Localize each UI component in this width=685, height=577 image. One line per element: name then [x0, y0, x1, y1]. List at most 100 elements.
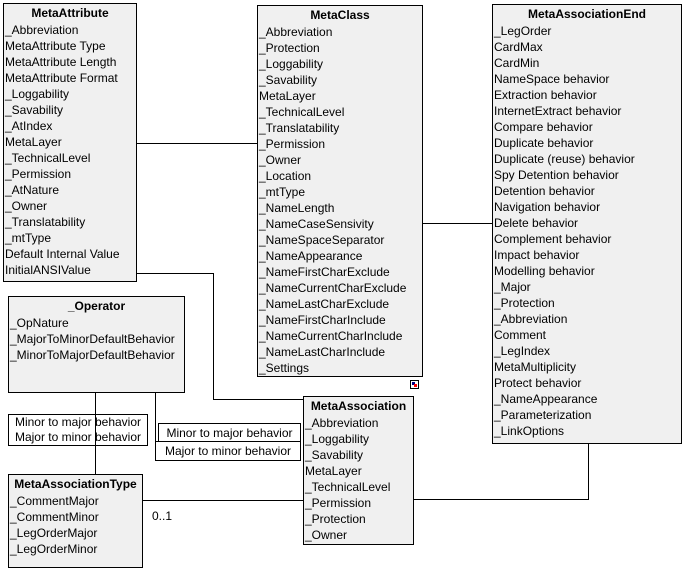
attribute-row: _Loggability: [5, 87, 70, 101]
attribute-row: _NameCaseSensivity: [259, 217, 374, 231]
attribute-row: _TechnicalLevel: [259, 105, 345, 119]
attribute-row: Detention behavior: [494, 184, 595, 198]
attribute-row: _LegOrderMinor: [10, 542, 98, 556]
attribute-row: MetaAttribute Length: [5, 55, 117, 69]
attribute-row: _Abbreviation: [259, 25, 333, 39]
class-box-operator[interactable]: _Operator _OpNature _MajorToMinorDefaultB…: [8, 296, 185, 393]
attribute-list: _CommentMajor_CommentMinor_LegOrderMajor…: [9, 493, 142, 557]
attribute-row: InitialANSIValue: [5, 263, 91, 277]
attribute-list: _Abbreviation _Protection _Loggability _Sav…: [258, 24, 422, 376]
attribute-row: MetaAttribute Type: [5, 39, 106, 53]
edge-metaattribute-metaclass: [137, 143, 257, 144]
attribute-row: Complement behavior: [494, 232, 612, 246]
attribute-row: _Protection: [259, 41, 320, 55]
indicator-red-quad: [414, 384, 417, 387]
attribute-row: _Permission: [305, 496, 372, 510]
indicator-blue-quad: [412, 382, 415, 385]
attribute-row: _Loggability: [305, 432, 370, 446]
attribute-row: _Location: [259, 169, 312, 183]
attribute-row: _Abbreviation: [305, 416, 379, 430]
attribute-row: _NameAppearance: [259, 249, 363, 263]
attribute-row: _Owner: [305, 528, 348, 542]
attribute-row: _Protection: [494, 296, 555, 310]
attribute-row: Comment: [494, 328, 547, 342]
edge-operator-metaassociationtype: [95, 393, 96, 474]
attribute-row: Default Internal Value: [5, 247, 120, 261]
attribute-row: Protect behavior: [494, 376, 582, 390]
edge-label-text: Major to minor behavior: [14, 430, 142, 444]
attribute-row: _NameCurrentCharInclude: [259, 329, 403, 343]
attribute-row: _LegOrderMajor: [10, 526, 98, 540]
attribute-row: _Permission: [259, 137, 326, 151]
attribute-list: _OpNature _MajorToMinorDefaultBehavior _Mi…: [9, 315, 184, 363]
attribute-row: _NameAppearance: [494, 392, 598, 406]
class-box-metaassociation[interactable]: MetaAssociation _Abbreviation_Loggabilit…: [303, 396, 414, 545]
attribute-row: Impact behavior: [494, 248, 580, 262]
class-title: MetaAssociationEnd: [527, 7, 647, 21]
attribute-row: NameSpace behavior: [494, 72, 610, 86]
attribute-row: MetaMultiplicity: [494, 360, 577, 374]
attribute-row: InternetExtract behavior: [494, 104, 622, 118]
attribute-row: _Loggability: [259, 57, 324, 71]
attribute-row: _NameLength: [259, 201, 335, 215]
attribute-row: Duplicate behavior: [494, 136, 594, 150]
attribute-row: _Permission: [5, 167, 72, 181]
edge-metaassociation-metaassociationend-v: [588, 443, 589, 499]
attribute-row: _OpNature: [10, 316, 69, 330]
attribute-row: _MinorToMajorDefaultBehavior: [10, 348, 175, 362]
edge-operator-metaassociation: [155, 393, 156, 443]
attribute-row: Modelling behavior: [494, 264, 595, 278]
attribute-row: CardMin: [494, 56, 540, 70]
edge-metaassociationtype-metaassociation: [143, 500, 303, 501]
edge-metaattribute-metaassociation-h2: [213, 399, 303, 400]
attribute-row: _Savability: [5, 103, 64, 117]
attribute-row: _LegIndex: [494, 344, 551, 358]
edge-label-minor-to-major: Minor to major behavior: [158, 423, 301, 443]
attribute-row: _mtType: [5, 231, 52, 245]
attribute-row: _LinkOptions: [494, 424, 565, 438]
class-title: MetaAssociationType: [14, 477, 137, 491]
diagram-indicator-icon[interactable]: [410, 380, 419, 389]
edge-metaattribute-metaassociation-h1: [137, 273, 214, 274]
class-box-metaassociationtype[interactable]: MetaAssociationType _CommentMajor_Commen…: [8, 474, 143, 568]
attribute-row: _Translatability: [259, 121, 340, 135]
attribute-row: _Owner: [5, 199, 48, 213]
attribute-row: _MajorToMinorDefaultBehavior: [10, 332, 175, 346]
attribute-row: MetaLayer: [5, 135, 62, 149]
class-title: MetaAttribute: [31, 6, 109, 20]
edge-label-text: Minor to major behavior: [14, 415, 142, 429]
attribute-row: _NameFirstCharInclude: [259, 313, 386, 327]
attribute-row: _LegOrder: [494, 24, 552, 38]
attribute-row: _Abbreviation: [494, 312, 568, 326]
attribute-row: Compare behavior: [494, 120, 593, 134]
attribute-row: _Parameterization: [494, 408, 592, 422]
attribute-row: _Owner: [259, 153, 302, 167]
attribute-row: _Translatability: [5, 215, 86, 229]
class-box-metaclass[interactable]: MetaClass _Abbreviation_Protection_Logga…: [257, 5, 423, 377]
edge-metaattribute-metaassociation-v: [213, 273, 214, 399]
attribute-row: _TechnicalLevel: [305, 480, 391, 494]
attribute-row: MetaAttribute Format: [5, 71, 118, 85]
attribute-row: _AtIndex: [5, 119, 53, 133]
attribute-row: Navigation behavior: [494, 200, 601, 214]
edge-metaassociation-metaassociationend-h: [413, 499, 589, 500]
attribute-row: _NameLastCharInclude: [259, 345, 386, 359]
attribute-row: _NameFirstCharExclude: [259, 265, 390, 279]
attribute-row: _Settings: [259, 361, 310, 375]
class-title: _Operator: [67, 299, 126, 313]
attribute-row: _Abbreviation: [5, 23, 79, 37]
attribute-row: _NameLastCharExclude: [259, 297, 390, 311]
attribute-row: Duplicate (reuse) behavior: [494, 152, 635, 166]
attribute-row: _Savability: [259, 73, 318, 87]
edge-metaclass-metaassociationend: [423, 223, 492, 224]
attribute-row: _Major: [494, 280, 531, 294]
attribute-row: MetaLayer: [259, 89, 316, 103]
attribute-row: _mtType: [259, 185, 306, 199]
attribute-row: _CommentMinor: [10, 510, 99, 524]
